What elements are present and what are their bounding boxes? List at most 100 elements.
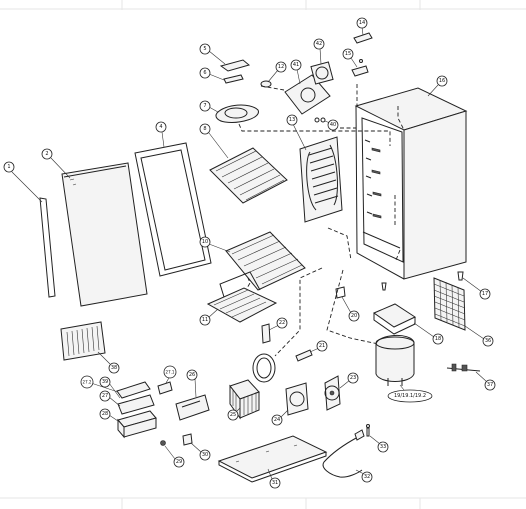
callout-number: 14 xyxy=(359,20,365,26)
callout-circle xyxy=(3,161,15,173)
callout-circle xyxy=(348,310,360,322)
thermostat-plate xyxy=(261,323,280,344)
lamp-bracket xyxy=(208,73,244,84)
callout-circle xyxy=(327,119,339,131)
callout-circle xyxy=(199,314,211,326)
callout-number: 37 xyxy=(487,382,493,388)
callout-number: 16 xyxy=(439,78,445,84)
callout-circle xyxy=(377,441,389,453)
adjustable-foot xyxy=(457,271,483,293)
callout-circle xyxy=(342,48,354,60)
callout-p29: 29 xyxy=(173,456,185,468)
callout-p2: 2 xyxy=(41,148,53,160)
callout-p4: 4 xyxy=(155,121,167,133)
fan-ring xyxy=(252,353,276,383)
capacitor xyxy=(182,433,202,453)
callout-p31: 31 xyxy=(269,477,281,489)
callout-number: 12 xyxy=(278,64,284,70)
crisper-tray xyxy=(206,271,278,323)
power-cord xyxy=(322,429,365,478)
callout-circle xyxy=(199,43,211,55)
evaporator-fan-motor xyxy=(310,47,334,85)
callout-circle xyxy=(275,61,287,73)
callout-circle xyxy=(269,477,281,489)
callout-oval xyxy=(387,389,433,403)
callout-p39: 39 xyxy=(99,376,111,388)
callout-number: 27.1 xyxy=(166,370,175,375)
fan-screw xyxy=(314,117,320,123)
callout-circle xyxy=(41,148,53,160)
callout-circle xyxy=(199,123,211,135)
callout-circle xyxy=(80,375,94,389)
callout-number: 27.2 xyxy=(83,380,92,385)
evaporator-fan-cover xyxy=(284,68,331,115)
callout-circle xyxy=(313,38,325,50)
lamp-cover xyxy=(208,50,251,72)
callout-number: 5 xyxy=(203,46,206,52)
callout-number: 6 xyxy=(203,70,206,76)
heat-sink xyxy=(229,379,260,420)
callout-number: 20 xyxy=(351,313,357,319)
callout-circle xyxy=(290,59,302,71)
callout-p38: 38 xyxy=(108,362,120,374)
callout-p18: 18 xyxy=(432,333,444,345)
wiring-plate xyxy=(90,381,151,399)
callout-p8: 8 xyxy=(199,123,211,135)
drip-tray xyxy=(372,303,435,338)
callout-number: 18 xyxy=(435,336,441,342)
door-panel xyxy=(50,157,148,307)
callout-circle xyxy=(199,236,211,248)
callout-number: 39 xyxy=(102,379,108,385)
cord-clamp xyxy=(366,424,381,445)
callout-p26: 26 xyxy=(186,369,198,381)
callout-oval-text: 19/19.1/19.2 xyxy=(394,393,426,399)
callout-circle xyxy=(361,471,373,483)
callout-p7: 7 xyxy=(199,100,211,112)
callout-number: 11 xyxy=(202,317,208,323)
callout-oval-labels: 19/19.1/19.2 xyxy=(387,389,433,403)
callout-circle xyxy=(286,114,298,126)
condenser-fan xyxy=(324,375,351,411)
callout-p27_1: 27.1 xyxy=(163,365,177,379)
callout-circle xyxy=(199,100,211,112)
callout-number: 40 xyxy=(330,122,336,128)
callout-p42: 42 xyxy=(313,38,325,50)
callout-p25: 25 xyxy=(227,409,239,421)
callout-number: 23 xyxy=(350,375,356,381)
callout-p24: 24 xyxy=(271,414,283,426)
callout-circle xyxy=(436,75,448,87)
callout-circle xyxy=(227,409,239,421)
thermostat-knob xyxy=(353,26,373,44)
callout-number: 28 xyxy=(102,411,108,417)
callout-circle xyxy=(155,121,167,133)
shelf-upper xyxy=(208,132,288,204)
door-handle xyxy=(11,171,56,298)
evaporator xyxy=(292,123,343,223)
callout-p22: 22 xyxy=(276,317,288,329)
front-vent-grille xyxy=(60,321,111,365)
electrical-box xyxy=(108,410,157,439)
callout-number: 32 xyxy=(364,474,370,480)
callout-number: 2 xyxy=(45,151,48,157)
callout-p15: 15 xyxy=(342,48,354,60)
callout-compressor: 19/19.1/19.2 xyxy=(387,389,433,403)
cover-small xyxy=(157,375,173,395)
callout-circle xyxy=(99,408,111,420)
callout-circle xyxy=(163,365,177,379)
callout-p14: 14 xyxy=(356,17,368,29)
callout-p32: 32 xyxy=(361,471,373,483)
callout-number: 26 xyxy=(189,372,195,378)
callout-number: 17 xyxy=(482,291,488,297)
callout-number: 27 xyxy=(102,393,108,399)
callout-p27: 27 xyxy=(99,390,111,402)
callout-p28: 28 xyxy=(99,408,111,420)
thermostat-bracket xyxy=(350,57,369,77)
callout-circle xyxy=(199,449,211,461)
base-plate xyxy=(217,435,328,483)
callout-p37: 37 xyxy=(484,379,496,391)
callout-circle xyxy=(199,67,211,79)
lamp-bulb xyxy=(260,69,279,88)
callout-p30: 30 xyxy=(199,449,211,461)
